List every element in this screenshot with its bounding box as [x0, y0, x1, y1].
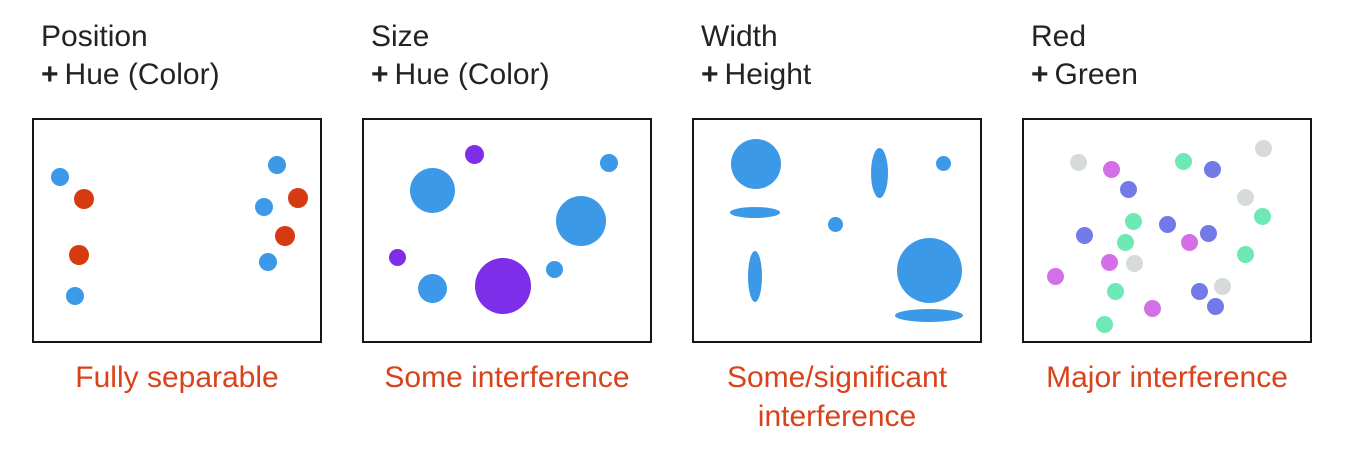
mark-mint — [1236, 245, 1254, 263]
title-line1: Width — [701, 20, 778, 53]
mark-gray — [1254, 139, 1272, 157]
mark-blue — [255, 198, 273, 216]
scatter-box — [1022, 118, 1312, 343]
dots-layer — [34, 120, 320, 341]
mark-red — [275, 226, 295, 246]
mark-gray — [1069, 153, 1087, 171]
mark-blue — [896, 237, 962, 303]
mark-blue — [417, 273, 447, 303]
mark-purple — [475, 258, 531, 314]
mark-red — [74, 189, 94, 209]
plus-sign: + — [371, 58, 389, 91]
panel-title: Width +Height — [701, 18, 811, 94]
scatter-box — [32, 118, 322, 343]
panel-caption: Some interference — [362, 358, 652, 397]
caption-line1: Some interference — [384, 361, 630, 394]
mark-gray — [1125, 254, 1143, 272]
title-line2-text: Hue (Color) — [64, 58, 220, 91]
scatter-box — [362, 118, 652, 343]
mark-magenta — [1100, 253, 1118, 271]
title-line2-text: Green — [1054, 58, 1138, 91]
mark-red — [288, 188, 308, 208]
panel-caption: Some/significant interference — [692, 358, 982, 436]
mark-purple — [464, 144, 484, 164]
plus-sign: + — [701, 58, 719, 91]
plus-sign: + — [41, 58, 59, 91]
caption-line2: interference — [757, 400, 917, 433]
mark-magenta — [1102, 160, 1120, 178]
mark-gray — [1236, 188, 1254, 206]
panel-width-height: Width +Height Some/significant interfere… — [692, 0, 982, 455]
title-line1: Size — [371, 20, 430, 53]
mark-blue — [895, 308, 963, 322]
dots-layer — [364, 120, 650, 341]
mark-mint — [1106, 282, 1124, 300]
title-line1: Position — [41, 20, 148, 53]
mark-mint — [1116, 233, 1134, 251]
mark-slate — [1190, 282, 1208, 300]
title-line2: +Hue (Color) — [41, 56, 220, 94]
mark-blue — [51, 168, 69, 186]
mark-mint — [1124, 212, 1142, 230]
mark-magenta — [1143, 299, 1161, 317]
mark-red — [69, 245, 89, 265]
mark-blue — [827, 216, 843, 232]
mark-blue — [268, 156, 286, 174]
caption-line1: Some/significant — [726, 361, 948, 394]
mark-blue — [259, 253, 277, 271]
caption-line1: Major interference — [1046, 361, 1288, 394]
mark-blue — [545, 260, 563, 278]
panel-title: Position +Hue (Color) — [41, 18, 220, 94]
plus-sign: + — [1031, 58, 1049, 91]
mark-blue — [870, 148, 888, 198]
mark-blue — [600, 154, 618, 172]
scatter-box — [692, 118, 982, 343]
panel-caption: Major interference — [1022, 358, 1312, 397]
title-line1: Red — [1031, 20, 1087, 53]
mark-slate — [1075, 226, 1093, 244]
mark-mint — [1174, 152, 1192, 170]
mark-slate — [1158, 215, 1176, 233]
title-line2-text: Hue (Color) — [394, 58, 550, 91]
caption-line1: Fully separable — [75, 361, 279, 394]
mark-mint — [1095, 315, 1113, 333]
dots-layer — [1024, 120, 1310, 341]
mark-blue — [748, 250, 762, 302]
dots-layer — [694, 120, 980, 341]
panel-title: Size +Hue (Color) — [371, 18, 550, 94]
mark-blue — [730, 206, 780, 218]
panel-position-hue: Position +Hue (Color) Fully separable — [32, 0, 322, 455]
panel-title: Red +Green — [1031, 18, 1138, 94]
mark-blue — [409, 167, 455, 213]
mark-mint — [1253, 207, 1271, 225]
mark-blue — [935, 155, 951, 171]
mark-blue — [66, 287, 84, 305]
title-line2-text: Height — [724, 58, 812, 91]
mark-slate — [1206, 297, 1224, 315]
mark-purple — [388, 248, 406, 266]
mark-gray — [1213, 277, 1231, 295]
mark-blue — [556, 196, 606, 246]
title-line2: +Height — [701, 56, 811, 94]
mark-magenta — [1180, 233, 1198, 251]
title-line2: +Hue (Color) — [371, 56, 550, 94]
mark-slate — [1119, 180, 1137, 198]
panel-caption: Fully separable — [32, 358, 322, 397]
mark-blue — [731, 139, 781, 189]
panel-size-hue: Size +Hue (Color) Some interference — [362, 0, 652, 455]
title-line2: +Green — [1031, 56, 1138, 94]
panel-red-green: Red +Green Major interference — [1022, 0, 1312, 455]
mark-slate — [1203, 160, 1221, 178]
mark-magenta — [1046, 267, 1064, 285]
mark-slate — [1199, 224, 1217, 242]
